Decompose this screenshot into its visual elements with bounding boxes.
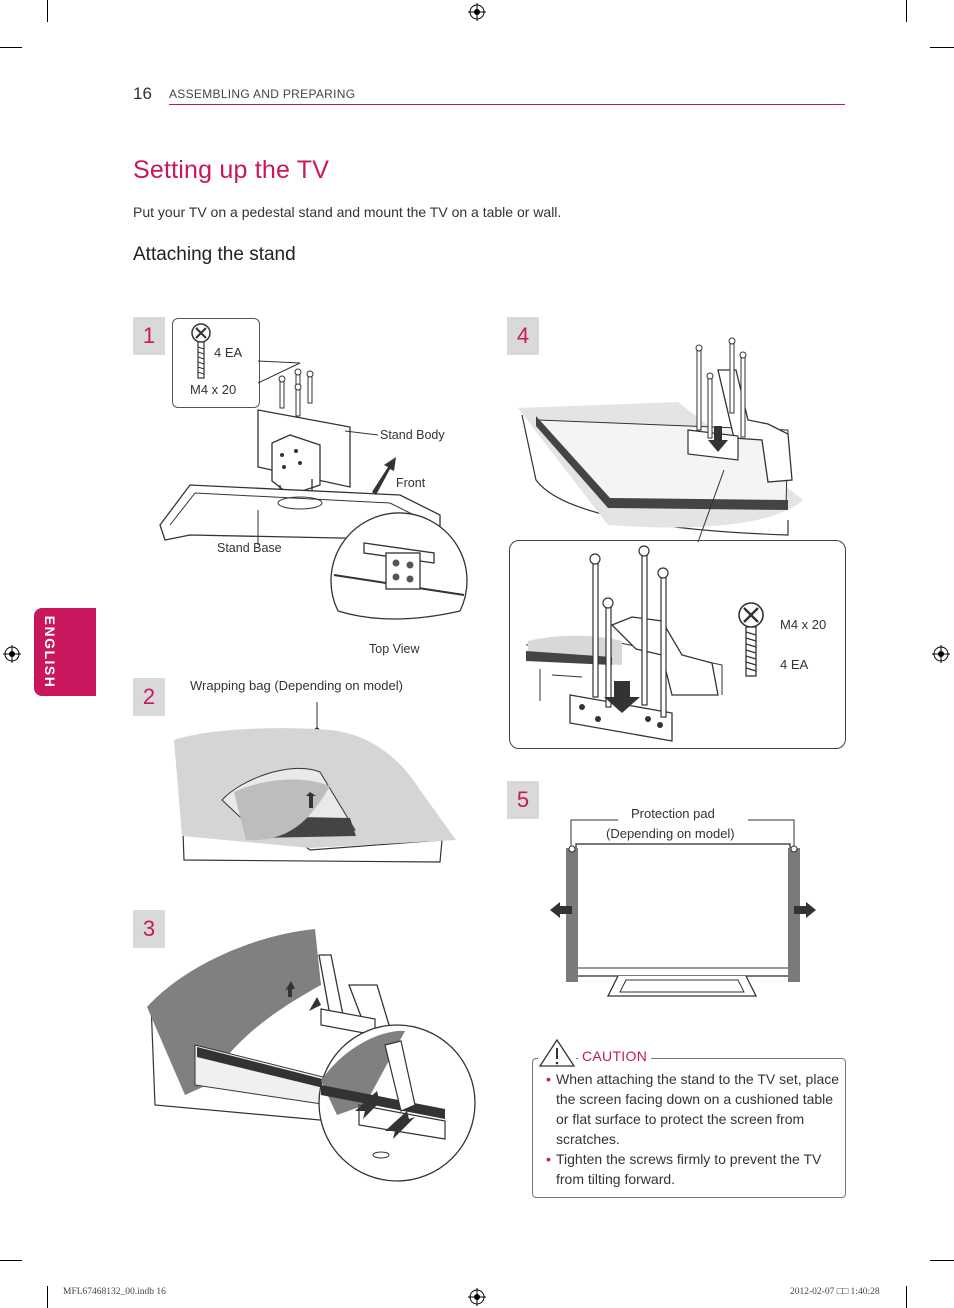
crop-mark: [930, 47, 954, 48]
bullet-icon: •: [546, 1071, 551, 1087]
wrapping-bag-label: Wrapping bag (Depending on model): [190, 678, 403, 693]
header-rule: [169, 104, 845, 105]
crop-mark: [47, 0, 48, 22]
caution-box: [532, 1058, 846, 1198]
front-label: Front: [396, 476, 426, 490]
step-badge-3: 3: [133, 910, 165, 948]
caution-title: CAUTION: [578, 1048, 652, 1064]
footer-timestamp: 2012-02-07 □□ 1:40:28: [790, 1287, 880, 1297]
protection-pad-note: (Depending on model): [606, 826, 735, 841]
page-title: Setting up the TV: [133, 156, 330, 184]
bullet-icon: •: [546, 1151, 551, 1167]
screw-size-label: M4 x 20: [780, 617, 827, 632]
crop-mark: [0, 47, 22, 48]
crop-mark: [906, 1286, 907, 1308]
stand-body-label: Stand Body: [380, 428, 445, 442]
page-number: 16: [133, 84, 152, 103]
language-tab: [34, 608, 96, 696]
caution-item-text: Tighten the screws firmly to prevent the…: [556, 1151, 822, 1187]
step-badge-2: 2: [133, 678, 165, 716]
stand-base-label: Stand Base: [217, 541, 282, 555]
top-view-label: Top View: [369, 642, 420, 656]
screw-size-label: M4 x 20: [190, 382, 237, 397]
screw-icon: [738, 602, 764, 677]
warning-triangle-icon: [538, 1038, 576, 1068]
crop-mark: [930, 1260, 954, 1261]
protection-pad-illustration: [550, 812, 816, 997]
caution-item: • Tighten the screws firmly to prevent t…: [546, 1149, 842, 1189]
step-badge-5: 5: [507, 781, 539, 819]
screw-detail-inset: [509, 540, 846, 749]
top-view-inset: [330, 512, 468, 620]
protection-pad-label: Protection pad: [631, 806, 715, 821]
crop-mark: [906, 0, 907, 22]
screw-icon: [191, 323, 211, 379]
step-badge-4: 4: [507, 317, 539, 355]
screw-quantity-label: 4 EA: [780, 657, 809, 672]
footer-file-slug: MFL67468132_00.indb 16: [63, 1287, 166, 1297]
section-header: ASSEMBLING AND PREPARING: [169, 87, 356, 101]
stand-screw-illustration: [518, 337, 803, 543]
crop-mark: [47, 1286, 48, 1308]
caution-item: • When attaching the stand to the TV set…: [546, 1069, 842, 1149]
registration-mark-icon: [468, 1288, 486, 1306]
intro-text: Put your TV on a pedestal stand and moun…: [133, 204, 562, 220]
remove-bag-illustration: [147, 929, 476, 1182]
crop-mark: [0, 1260, 22, 1261]
screw-quantity-label: 4 EA: [214, 345, 243, 360]
registration-mark-icon: [932, 645, 950, 663]
registration-mark-icon: [3, 645, 21, 663]
wrapping-bag-illustration: [174, 702, 456, 863]
screw-detail-illustration: [525, 545, 723, 742]
registration-mark-icon: [468, 3, 486, 21]
screw-callout-box: [172, 318, 260, 408]
language-tab-label: ENGLISH: [42, 615, 58, 689]
caution-item-text: When attaching the stand to the TV set, …: [556, 1071, 840, 1147]
step-badge-1: 1: [133, 317, 165, 355]
section-subheading: Attaching the stand: [133, 244, 296, 265]
